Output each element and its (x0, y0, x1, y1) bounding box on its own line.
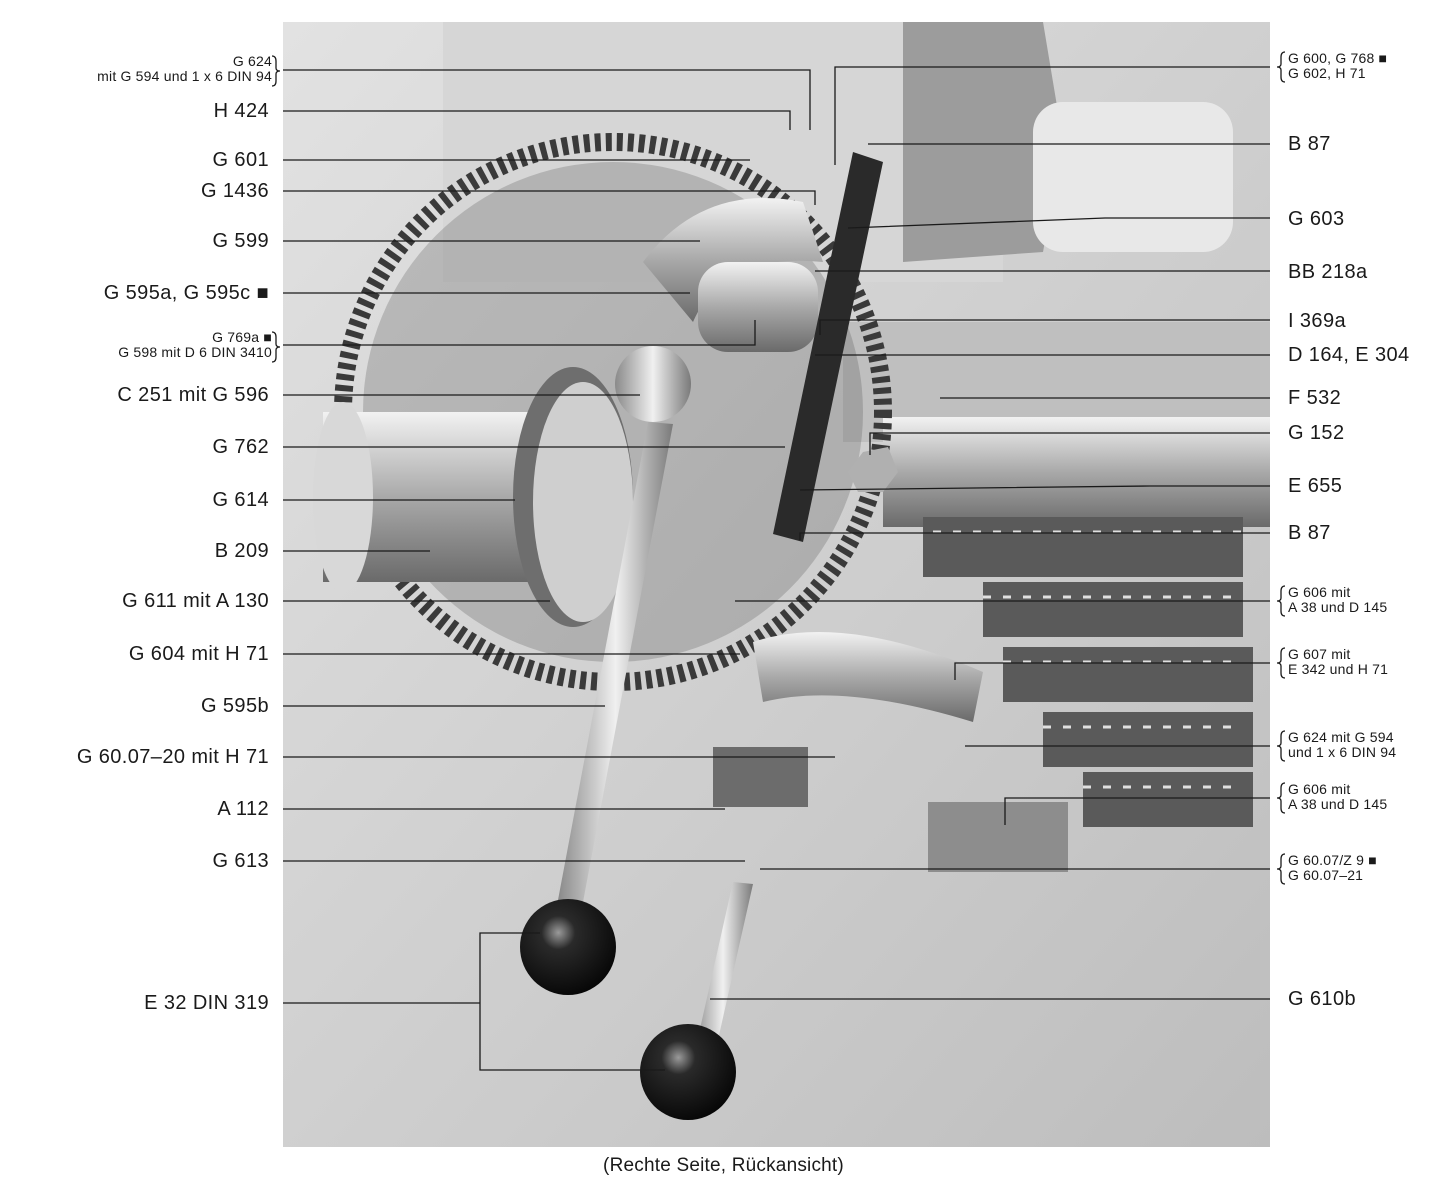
label-line-1: G 606 mit (1288, 781, 1351, 797)
label-g6007-20: G 60.07–20 mit H 71 (76, 746, 269, 768)
label-g604: G 604 mit H 71 (128, 643, 269, 665)
label-i369a: I 369a (1288, 310, 1347, 332)
label-line-2: A 38 und D 145 (1288, 796, 1388, 812)
label-line-2: G 60.07–21 (1288, 867, 1364, 883)
label-g614: G 614 (212, 489, 269, 511)
figure-caption: (Rechte Seite, Rückansicht) (603, 1155, 844, 1176)
brace-icon (1276, 647, 1286, 679)
label-g595a: G 595a, G 595c ■ (103, 282, 269, 304)
label-g152: G 152 (1288, 422, 1345, 444)
brace-icon (271, 331, 281, 363)
label-f532: F 532 (1288, 387, 1342, 409)
leader-line (283, 320, 756, 346)
label-line-1: G 600, G 768 ■ (1288, 50, 1388, 66)
label-h424: H 424 (213, 100, 269, 122)
leader-line (283, 190, 816, 205)
label-b87-mid: B 87 (1288, 522, 1331, 544)
label-g601: G 601 (212, 149, 269, 171)
label-b209: B 209 (214, 540, 269, 562)
label-a112: A 112 (217, 798, 269, 820)
label-g595b: G 595b (200, 695, 269, 717)
label-line-2: G 602, H 71 (1288, 65, 1366, 81)
brace-icon (271, 55, 281, 87)
label-g624: G 624 mit G 594 und 1 x 6 DIN 94 (97, 54, 272, 84)
leader-line (1004, 797, 1270, 825)
label-line-2: E 342 und H 71 (1288, 661, 1389, 677)
leader-line (799, 485, 1270, 491)
leader-line (954, 662, 1270, 680)
leader-line (799, 532, 1270, 540)
label-g611: G 611 mit A 130 (122, 590, 269, 612)
label-g600: G 600, G 768 ■ G 602, H 71 (1288, 51, 1387, 81)
leader-line (283, 110, 791, 130)
label-bb218a: BB 218a (1288, 261, 1368, 283)
machine-photo (283, 22, 1270, 1147)
brace-icon (1276, 585, 1286, 617)
label-line-2: mit G 594 und 1 x 6 DIN 94 (97, 68, 272, 84)
machine-illustration (283, 22, 1270, 1147)
label-g613: G 613 (212, 850, 269, 872)
leader-line (847, 217, 1270, 229)
label-g769a: G 769a ■ G 598 mit D 6 DIN 3410 (118, 330, 272, 360)
leader-line (869, 432, 1270, 455)
label-line-2: und 1 x 6 DIN 94 (1288, 744, 1397, 760)
label-g606-b: G 606 mit A 38 und D 145 (1288, 782, 1387, 812)
brace-icon (1276, 782, 1286, 814)
label-d164: D 164, E 304 (1288, 344, 1410, 366)
label-g762: G 762 (212, 436, 269, 458)
label-g624-right: G 624 mit G 594 und 1 x 6 DIN 94 (1288, 730, 1396, 760)
brace-icon (1276, 853, 1286, 885)
label-b87-top: B 87 (1288, 133, 1331, 155)
brace-icon (1276, 730, 1286, 762)
label-line-1: G 624 mit G 594 (1288, 729, 1394, 745)
label-line-2: G 598 mit D 6 DIN 3410 (118, 344, 272, 360)
label-line-1: G 769a ■ (212, 329, 272, 345)
label-c251: C 251 mit G 596 (117, 384, 269, 406)
label-line-1: G 606 mit (1288, 584, 1351, 600)
label-line-1: G 60.07/Z 9 ■ (1288, 852, 1377, 868)
label-g603: G 603 (1288, 208, 1345, 230)
leader-line (834, 66, 1270, 165)
leader-line (283, 932, 665, 1071)
label-g607: G 607 mit E 342 und H 71 (1288, 647, 1388, 677)
label-line-1: G 624 (232, 53, 272, 69)
label-g1436: G 1436 (200, 180, 269, 202)
label-g606-a: G 606 mit A 38 und D 145 (1288, 585, 1387, 615)
label-g6007z9: G 60.07/Z 9 ■ G 60.07–21 (1288, 853, 1377, 883)
label-e655: E 655 (1288, 475, 1343, 497)
label-line-1: G 607 mit (1288, 646, 1351, 662)
label-e32: E 32 DIN 319 (144, 992, 269, 1014)
label-g610b: G 610b (1288, 988, 1357, 1010)
label-line-2: A 38 und D 145 (1288, 599, 1388, 615)
leader-line (819, 319, 1270, 335)
leader-line (283, 69, 811, 130)
brace-icon (1276, 51, 1286, 83)
label-g599: G 599 (212, 230, 269, 252)
